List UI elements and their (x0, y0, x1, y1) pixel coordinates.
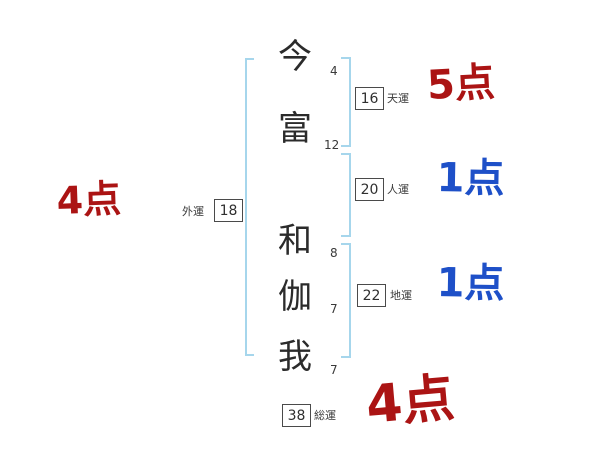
heaven-luck-bracket-line (349, 57, 351, 147)
heaven-luck-score: 5点 (425, 59, 497, 109)
person-luck-bracket-line (349, 153, 351, 237)
person-luck-bracket-tick-bottom (341, 235, 351, 237)
person-luck-bracket-tick-top (341, 153, 351, 155)
stroke-count-2: 12 (324, 138, 340, 152)
name-char-2: 富 (278, 109, 312, 149)
outer-luck-label: 外運 (182, 205, 204, 218)
earth-luck-bracket-tick-bottom (341, 356, 351, 358)
total-luck-score: 4点 (363, 368, 457, 436)
total-luck-label: 総運 (314, 409, 336, 422)
name-char-1: 今 (278, 37, 312, 77)
earth-luck-score: 1点 (436, 260, 505, 308)
outer-luck-bracket-tick-top (245, 58, 254, 60)
stroke-count-4: 7 (330, 302, 338, 316)
name-char-3: 和 (278, 221, 312, 261)
name-char-5: 我 (278, 337, 312, 377)
heaven-luck-label: 天運 (387, 92, 409, 105)
person-luck-score: 1点 (436, 155, 505, 203)
earth-luck-label: 地運 (390, 289, 412, 302)
heaven-luck-value-box: 16 (355, 87, 384, 110)
outer-luck-bracket-tick-bottom (245, 354, 254, 356)
stroke-count-5: 7 (330, 363, 338, 377)
name-char-4: 伽 (278, 277, 312, 317)
outer-luck-bracket-line (245, 58, 247, 356)
stroke-count-3: 8 (330, 246, 338, 260)
person-luck-value-box: 20 (355, 178, 384, 201)
total-luck-value-box: 38 (282, 404, 311, 427)
earth-luck-bracket-tick-top (341, 243, 351, 245)
person-luck-label: 人運 (387, 183, 409, 196)
stroke-count-1: 4 (330, 64, 338, 78)
heaven-luck-bracket-tick-bottom (341, 145, 351, 147)
earth-luck-value-box: 22 (357, 284, 386, 307)
earth-luck-bracket-line (349, 243, 351, 358)
outer-luck-value-box: 18 (214, 199, 243, 222)
outer-luck-score: 4点 (55, 176, 122, 223)
heaven-luck-bracket-tick-top (341, 57, 351, 59)
